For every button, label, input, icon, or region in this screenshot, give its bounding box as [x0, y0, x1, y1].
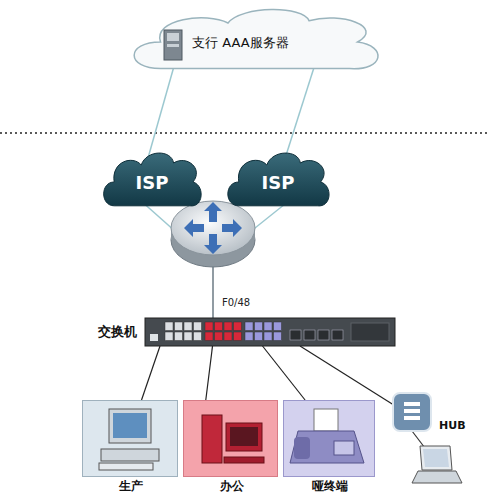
switch-port — [215, 322, 223, 331]
switch-port — [165, 322, 173, 331]
fax-keys — [334, 441, 354, 455]
monitor-symbol — [109, 409, 151, 443]
switch-port — [165, 332, 173, 341]
server-symbol — [164, 30, 182, 60]
laptop-lid — [420, 446, 452, 470]
link-line — [206, 346, 213, 400]
switch-port — [194, 332, 202, 341]
switch-port — [175, 332, 183, 341]
router-symbol — [171, 201, 255, 267]
server-cloud: 支行 AAA服务器 — [120, 4, 390, 80]
router-arrow — [204, 202, 222, 222]
node-outline — [83, 401, 179, 478]
node-label: HUB — [439, 420, 479, 433]
zone-box: 哑终端 — [283, 400, 375, 477]
switch-port — [274, 322, 282, 331]
zone-box: 生产 — [82, 400, 178, 477]
switch-port — [205, 322, 213, 331]
hub-slot — [404, 402, 420, 406]
switch-port — [224, 332, 232, 341]
fax-paper — [314, 409, 338, 431]
switch-port — [205, 332, 213, 341]
node-label: ISP — [98, 173, 206, 194]
sfp-port — [304, 330, 315, 340]
boundary-line — [0, 132, 488, 134]
switch-port — [184, 332, 192, 341]
fax-body — [290, 431, 364, 463]
node-label: 哑终端 — [284, 480, 376, 494]
sfp-port — [318, 330, 329, 340]
monitor-screen — [113, 413, 147, 438]
laptop-base — [412, 471, 462, 483]
switch-port — [245, 322, 253, 331]
switch-panel — [351, 323, 389, 341]
switch-body — [145, 318, 395, 346]
node-label: 办公 — [184, 480, 279, 494]
switch-port — [184, 322, 192, 331]
switch-port — [255, 332, 263, 341]
router-arrow — [184, 219, 204, 237]
isp-cloud: ISP — [98, 148, 206, 216]
node-label: 交换机 — [75, 325, 137, 340]
switch-port — [215, 332, 223, 341]
hub-symbol — [393, 393, 431, 431]
router-arrow — [222, 219, 242, 237]
server-face — [167, 44, 179, 47]
switch-port — [194, 322, 202, 331]
node-label: 生产 — [83, 480, 179, 494]
uplink-wire — [212, 262, 214, 319]
switch-port — [224, 322, 232, 331]
hub-slot — [404, 409, 420, 413]
link-line — [263, 346, 306, 400]
router-arrow — [204, 234, 222, 254]
node-outline — [184, 401, 279, 478]
isp-cloud: ISP — [222, 148, 334, 216]
monitor-symbol — [226, 423, 262, 451]
laptop-screen — [423, 449, 449, 467]
link-line — [300, 346, 393, 404]
node-label: ISP — [222, 173, 334, 194]
link-line — [284, 66, 315, 163]
node-outline — [145, 318, 395, 346]
router-top — [171, 201, 255, 255]
cloud-outline — [134, 10, 378, 69]
switch-port — [274, 332, 282, 341]
node-outline — [393, 393, 431, 431]
sfp-port — [290, 330, 301, 340]
monitor-screen — [230, 427, 258, 446]
switch-port — [264, 322, 272, 331]
switch-port — [245, 332, 253, 341]
sfp-port — [332, 330, 343, 340]
keyboard-symbol — [99, 463, 153, 470]
switch-port — [234, 332, 242, 341]
switch-port — [234, 322, 242, 331]
laptop-symbol — [412, 446, 462, 483]
hub-slot — [404, 416, 420, 420]
server-face — [167, 33, 179, 41]
tower-symbol — [202, 415, 222, 463]
switch-port — [175, 322, 183, 331]
keyboard-symbol — [224, 457, 264, 463]
pc-base — [101, 449, 159, 461]
link-line — [142, 346, 160, 400]
switch-port — [264, 332, 272, 341]
link-line — [147, 66, 174, 163]
zone-box: 办公 — [183, 400, 278, 477]
switch-port — [255, 322, 263, 331]
hub-device: HUB — [393, 393, 431, 431]
fax-handset — [294, 437, 310, 459]
node-outline — [284, 401, 376, 478]
node-label: 支行 AAA服务器 — [192, 36, 342, 51]
switch-console — [150, 334, 158, 341]
port-label: F0/48 — [222, 297, 250, 308]
switch-device: 交换机 — [145, 318, 395, 346]
